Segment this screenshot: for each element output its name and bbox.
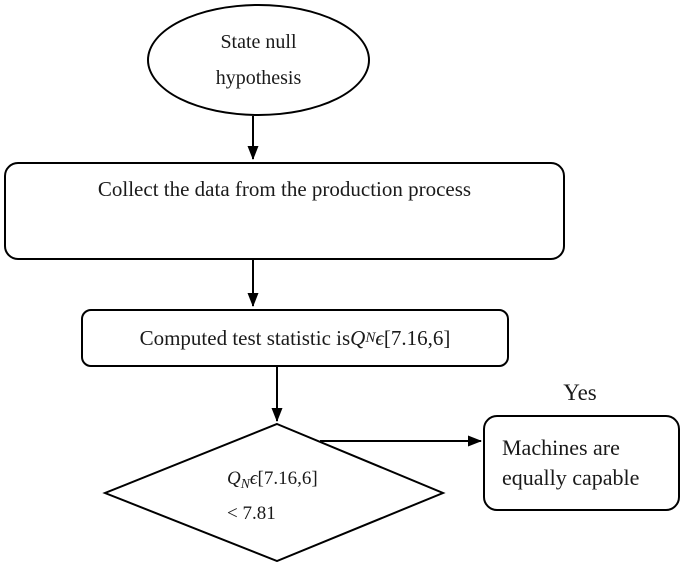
decision-label: QNϵ[7.16,6] < 7.81: [227, 464, 318, 529]
decision-formula-line: QNϵ[7.16,6]: [227, 464, 318, 499]
compute-label-prefix: Computed test statistic is: [139, 325, 351, 350]
compute-formula-interval: [7.16,6]: [383, 325, 451, 350]
yes-branch-label: Yes: [563, 380, 597, 405]
decision-formula-var: Q: [227, 468, 241, 489]
decision-diamond-shape: [102, 422, 446, 562]
start-label-line-2: hypothesis: [215, 67, 302, 89]
decision-condition: < 7.81: [227, 502, 276, 524]
node-collect-data: Collect the data from the production pro…: [4, 162, 565, 260]
start-label-line-1: State null: [220, 31, 297, 53]
compute-formula-sub: N: [365, 329, 376, 346]
compute-formula-epsilon: ϵ: [375, 325, 384, 350]
collect-label: Collect the data from the production pro…: [97, 177, 472, 201]
compute-formula-var: Q: [350, 325, 366, 350]
decision-formula-interval: [7.16,6]: [257, 468, 318, 489]
decision-formula-epsilon: ϵ: [249, 468, 258, 489]
node-outcome: Machines are equally capable: [483, 415, 680, 511]
outcome-label-line-1: Machines are: [502, 435, 620, 460]
decision-formula-sub: N: [240, 475, 250, 491]
outcome-label-line-2: equally capable: [502, 465, 640, 490]
node-start: State null hypothesis: [147, 4, 370, 116]
